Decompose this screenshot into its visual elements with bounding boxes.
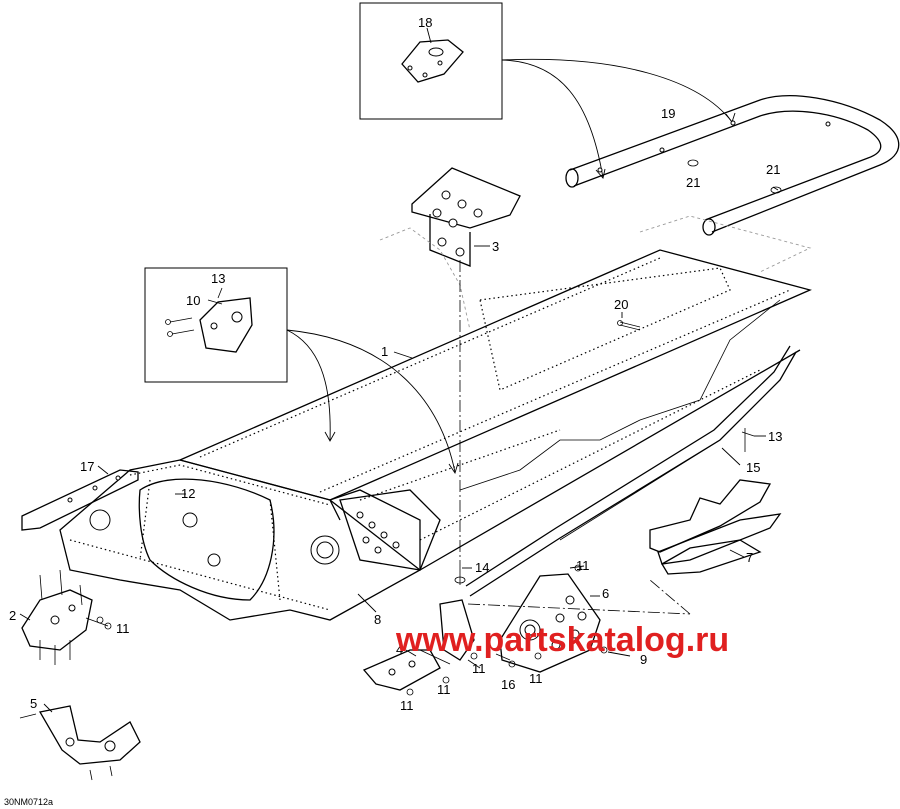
fasteners <box>96 560 631 696</box>
drawing-code: 30NM0712a <box>4 797 53 807</box>
inset-leader-left-2 <box>286 329 456 473</box>
bracket-part-2 <box>19 569 109 665</box>
bracket-part-5 <box>19 703 141 781</box>
callout-15: 15 <box>746 460 760 475</box>
inset-leader-left <box>286 329 331 441</box>
callout-11f: 11 <box>400 698 414 713</box>
plates-part-7 <box>649 479 782 575</box>
tunnel-part-1 <box>178 215 812 571</box>
callout-11a: 11 <box>576 558 590 573</box>
callout-12: 12 <box>181 486 195 501</box>
callout-11e: 11 <box>437 682 451 697</box>
bracket-part-4 <box>362 599 511 691</box>
slide-rail-part-15 <box>465 345 797 597</box>
callout-5: 5 <box>30 696 37 711</box>
callout-16: 16 <box>501 677 515 692</box>
bracket-part-6 <box>499 565 601 673</box>
callout-14: 14 <box>475 560 489 575</box>
callout-18: 18 <box>418 15 432 30</box>
watermark: www.partskatalog.ru <box>395 621 729 659</box>
callout-6: 6 <box>602 586 609 601</box>
inset-box-part-18 <box>359 2 503 120</box>
callout-21a: 21 <box>686 175 700 190</box>
bracket-part-3 <box>379 167 521 331</box>
inset-leader-top <box>501 59 604 179</box>
callout-2: 2 <box>9 608 16 623</box>
callout-10: 10 <box>186 293 200 308</box>
callout-8: 8 <box>374 612 381 627</box>
callout-11b: 11 <box>116 621 130 636</box>
callout-11c: 11 <box>472 661 486 676</box>
callout-1: 1 <box>381 344 388 359</box>
inset-leader-top-2 <box>501 58 733 123</box>
callout-21b: 21 <box>766 162 780 177</box>
callout-labels: 18 19 21 21 3 13 10 20 1 13 17 15 12 7 1… <box>9 15 782 713</box>
fastener-part-20 <box>617 312 641 331</box>
callout-17: 17 <box>80 459 94 474</box>
callout-11d: 11 <box>529 671 543 686</box>
callout-19: 19 <box>661 106 675 121</box>
callout-13-inset: 13 <box>211 271 225 286</box>
callout-3: 3 <box>492 239 499 254</box>
callout-9: 9 <box>640 652 647 667</box>
front-chassis-part-8 <box>59 459 441 621</box>
callout-20: 20 <box>614 297 628 312</box>
callout-13: 13 <box>768 429 782 444</box>
callout-4: 4 <box>396 642 403 657</box>
rear-bumper-part-19 <box>565 95 900 236</box>
inset-box-parts-10-13 <box>144 267 288 383</box>
bracket-part-17 <box>21 465 139 531</box>
callout-7: 7 <box>746 550 753 565</box>
